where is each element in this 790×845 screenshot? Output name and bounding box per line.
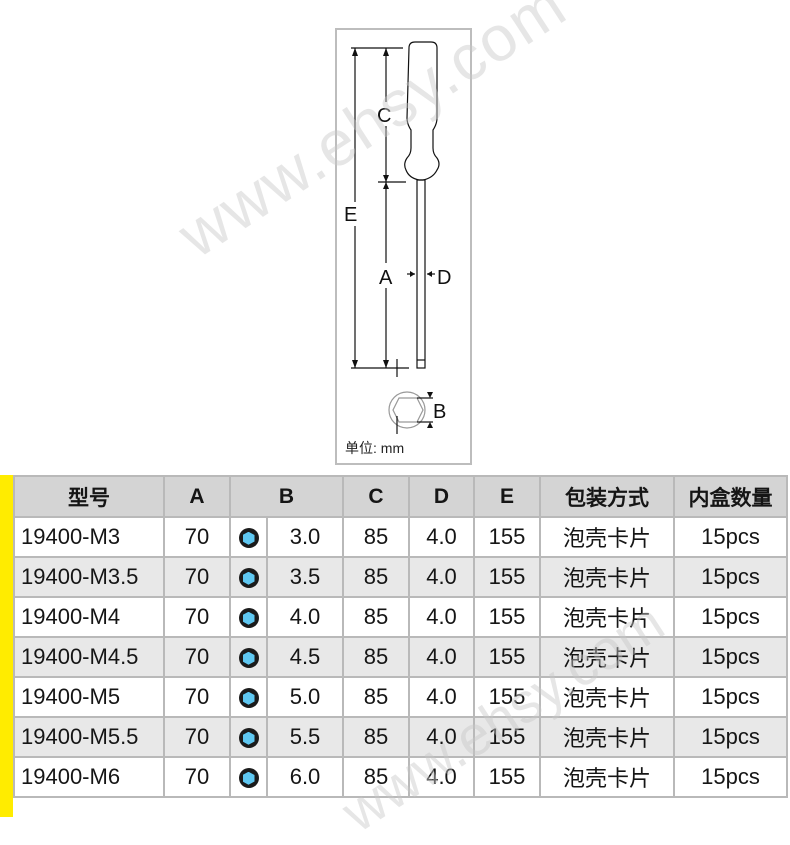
- cell-qty: 15pcs: [673, 756, 788, 798]
- cell-E: 155: [473, 716, 541, 758]
- header-model: 型号: [13, 475, 165, 518]
- cell-model: 19400-M5.5: [13, 716, 165, 758]
- cell-C: 85: [342, 676, 410, 718]
- tool-dimension-diagram: C E A D B 单位: mm: [335, 28, 472, 465]
- cell-packaging: 泡壳卡片: [539, 556, 675, 598]
- cell-C: 85: [342, 756, 410, 798]
- table-row: 19400-M3.5 70 3.5 85 4.0 155 泡壳卡片 15pcs: [13, 556, 788, 598]
- spec-table: 型号 A B C D E 包装方式 内盒数量 19400-M3 70 3.0 8…: [13, 475, 788, 798]
- cell-A: 70: [163, 756, 231, 798]
- header-B: B: [229, 475, 344, 518]
- header-A: A: [163, 475, 231, 518]
- cell-model: 19400-M3: [13, 516, 165, 558]
- cell-qty: 15pcs: [673, 716, 788, 758]
- cell-C: 85: [342, 556, 410, 598]
- table-row: 19400-M5.5 70 5.5 85 4.0 155 泡壳卡片 15pcs: [13, 716, 788, 758]
- hex-socket-icon: [238, 768, 259, 789]
- cell-E: 155: [473, 636, 541, 678]
- cell-model: 19400-M4.5: [13, 636, 165, 678]
- cell-E: 155: [473, 516, 541, 558]
- header-C: C: [342, 475, 410, 518]
- cell-D: 4.0: [408, 556, 475, 598]
- cell-A: 70: [163, 636, 231, 678]
- cell-qty: 15pcs: [673, 596, 788, 638]
- hex-socket-icon: [238, 728, 259, 749]
- cell-B: 3.0: [266, 516, 344, 558]
- hex-socket-icon: [238, 528, 259, 549]
- cell-E: 155: [473, 676, 541, 718]
- cell-C: 85: [342, 596, 410, 638]
- table-row: 19400-M6 70 6.0 85 4.0 155 泡壳卡片 15pcs: [13, 756, 788, 798]
- hex-socket-icon: [238, 648, 259, 669]
- cell-E: 155: [473, 596, 541, 638]
- cell-B: 4.5: [266, 636, 344, 678]
- cell-B: 5.0: [266, 676, 344, 718]
- cell-D: 4.0: [408, 516, 475, 558]
- cell-qty: 15pcs: [673, 556, 788, 598]
- cell-A: 70: [163, 596, 231, 638]
- cell-D: 4.0: [408, 676, 475, 718]
- cell-packaging: 泡壳卡片: [539, 516, 675, 558]
- cell-model: 19400-M6: [13, 756, 165, 798]
- cell-B: 5.5: [266, 716, 344, 758]
- header-D: D: [408, 475, 475, 518]
- cell-C: 85: [342, 636, 410, 678]
- cell-D: 4.0: [408, 636, 475, 678]
- cell-E: 155: [473, 756, 541, 798]
- cell-A: 70: [163, 676, 231, 718]
- cell-model: 19400-M5: [13, 676, 165, 718]
- cell-E: 155: [473, 556, 541, 598]
- cell-D: 4.0: [408, 596, 475, 638]
- cell-packaging: 泡壳卡片: [539, 596, 675, 638]
- cell-A: 70: [163, 516, 231, 558]
- cell-qty: 15pcs: [673, 636, 788, 678]
- cell-C: 85: [342, 716, 410, 758]
- table-row: 19400-M3 70 3.0 85 4.0 155 泡壳卡片 15pcs: [13, 516, 788, 558]
- table-row: 19400-M5 70 5.0 85 4.0 155 泡壳卡片 15pcs: [13, 676, 788, 718]
- cell-A: 70: [163, 556, 231, 598]
- cell-D: 4.0: [408, 756, 475, 798]
- cell-B: 4.0: [266, 596, 344, 638]
- header-qty: 内盒数量: [673, 475, 788, 518]
- cell-packaging: 泡壳卡片: [539, 676, 675, 718]
- cell-packaging: 泡壳卡片: [539, 716, 675, 758]
- cell-packaging: 泡壳卡片: [539, 636, 675, 678]
- hex-socket-icon: [238, 688, 259, 709]
- cell-B: 6.0: [266, 756, 344, 798]
- cell-A: 70: [163, 716, 231, 758]
- cell-model: 19400-M3.5: [13, 556, 165, 598]
- cell-C: 85: [342, 516, 410, 558]
- header-E: E: [473, 475, 541, 518]
- header-packaging: 包装方式: [539, 475, 675, 518]
- table-row: 19400-M4.5 70 4.5 85 4.0 155 泡壳卡片 15pcs: [13, 636, 788, 678]
- cell-D: 4.0: [408, 716, 475, 758]
- accent-side-bar: [0, 475, 13, 817]
- cell-model: 19400-M4: [13, 596, 165, 638]
- label-B: B: [433, 401, 446, 423]
- hex-socket-icon: [238, 568, 259, 589]
- cell-B: 3.5: [266, 556, 344, 598]
- label-C: C: [377, 105, 391, 127]
- cell-qty: 15pcs: [673, 516, 788, 558]
- nut-driver-drawing: C E A D B: [344, 41, 451, 434]
- unit-label: 单位: mm: [345, 440, 405, 456]
- table-row: 19400-M4 70 4.0 85 4.0 155 泡壳卡片 15pcs: [13, 596, 788, 638]
- table-header-row: 型号 A B C D E 包装方式 内盒数量: [13, 475, 788, 518]
- label-A: A: [379, 267, 393, 289]
- cell-qty: 15pcs: [673, 676, 788, 718]
- label-D: D: [437, 267, 451, 289]
- label-E: E: [344, 204, 357, 226]
- cell-packaging: 泡壳卡片: [539, 756, 675, 798]
- hex-socket-icon: [238, 608, 259, 629]
